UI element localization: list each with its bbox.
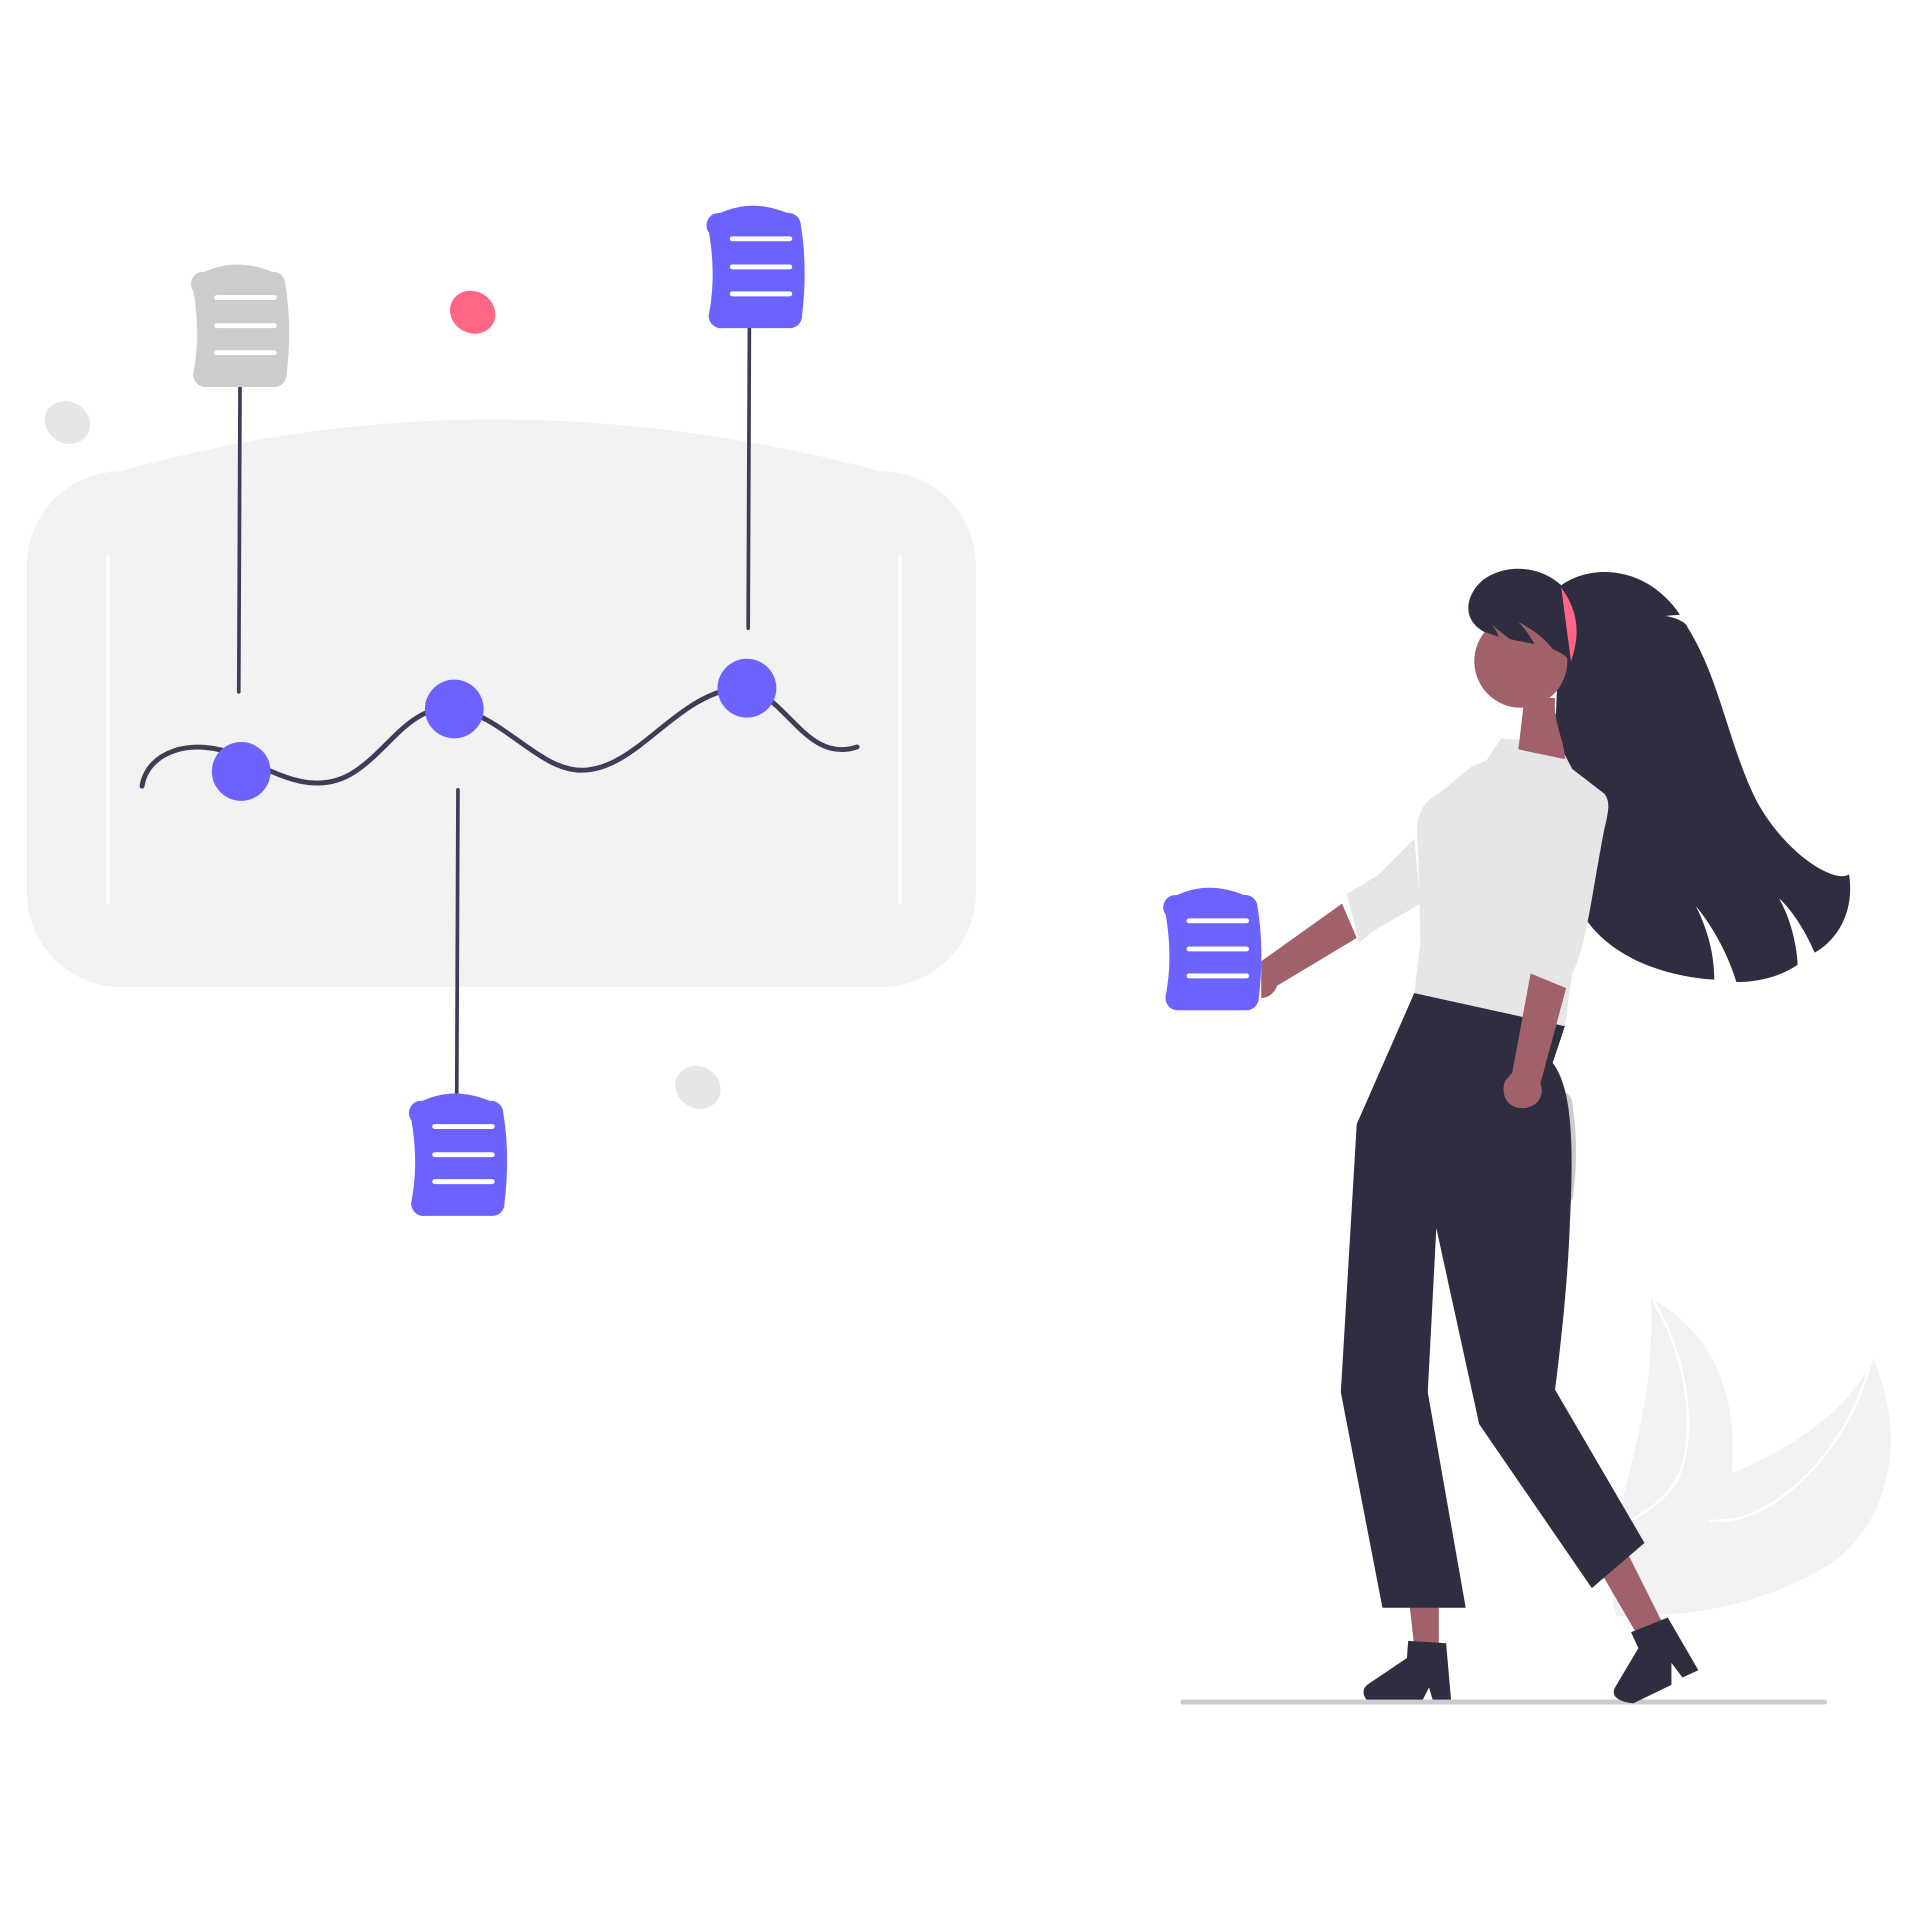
card-bottom — [408, 1093, 508, 1217]
shirt — [1414, 738, 1609, 1027]
leg-skin — [1597, 1555, 1666, 1641]
shoe — [1363, 1640, 1452, 1700]
data-point — [717, 658, 777, 718]
blob-gray-bottom — [675, 1065, 721, 1109]
card-top-right — [706, 205, 805, 329]
hair — [1555, 571, 1851, 983]
shoe — [1613, 1617, 1699, 1704]
data-point — [424, 679, 484, 739]
chart-panel — [26, 419, 976, 987]
plant — [1610, 1297, 1891, 1617]
arm-skin — [1261, 903, 1357, 998]
pants — [1340, 993, 1645, 1608]
hair-highlight — [1561, 587, 1577, 662]
person — [1261, 568, 1851, 1704]
card-top-left — [190, 264, 290, 388]
card-held-left — [1163, 887, 1262, 1011]
data-point — [211, 742, 271, 801]
connector-line — [746, 325, 752, 630]
blob-pink — [449, 290, 496, 334]
hair-front — [1468, 568, 1574, 717]
arm-skin — [1503, 973, 1567, 1109]
neck — [1518, 697, 1565, 760]
arm — [1346, 838, 1421, 943]
blob-gray-left — [44, 400, 91, 444]
connector-line — [236, 385, 242, 694]
connector-line — [454, 787, 460, 1098]
